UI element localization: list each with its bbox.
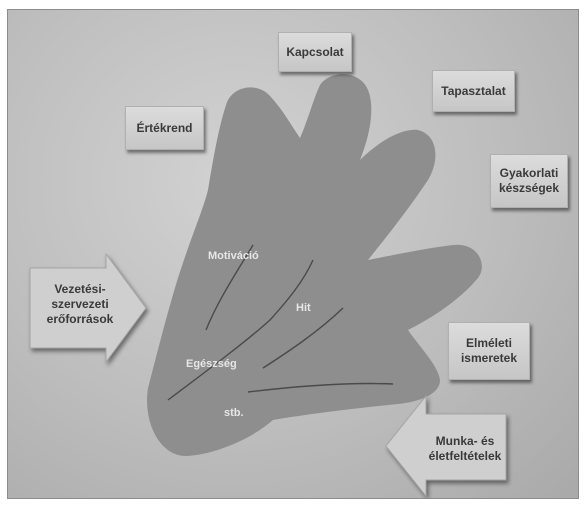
label-gyakorlati-keszsegek: Gyakorlati készségek — [490, 154, 568, 208]
label-kapcsolat: Kapcsolat — [278, 32, 352, 72]
label-ertekrend-text: Értékrend — [136, 121, 192, 136]
label-vezetesi-line2: szervezeti — [38, 297, 122, 312]
label-munka-line1: Munka- és — [420, 434, 510, 449]
label-elmeleti-ismeretek: Elméleti ismeretek — [448, 322, 530, 380]
label-elmeleti-line2: ismeretek — [461, 351, 517, 366]
palm-label-motivacio: Motiváció — [208, 250, 259, 262]
diagram-board: Értékrend Kapcsolat Tapasztalat Gyakorla… — [8, 10, 578, 498]
palm-label-stb: stb. — [224, 407, 244, 419]
label-tapasztalat: Tapasztalat — [432, 70, 515, 112]
palm-label-hit: Hit — [296, 302, 311, 314]
label-munka-es-eletfeltetelek: Munka- és életfeltételek — [420, 434, 510, 464]
label-tapasztalat-text: Tapasztalat — [441, 84, 505, 99]
label-ertekrend: Értékrend — [125, 106, 204, 150]
palm-label-egeszseg: Egészség — [186, 358, 237, 370]
label-vezetesi-line3: erőforrások — [38, 312, 122, 327]
label-gyakorlati-line2: készségek — [499, 181, 559, 196]
label-gyakorlati-line1: Gyakorlati — [500, 166, 559, 181]
label-munka-line2: életfeltételek — [420, 449, 510, 464]
label-vezetesi-szervezeti-eroforrasok: Vezetési- szervezeti erőforrások — [38, 282, 122, 327]
label-kapcsolat-text: Kapcsolat — [286, 45, 343, 60]
label-elmeleti-line1: Elméleti — [466, 336, 512, 351]
label-vezetesi-line1: Vezetési- — [38, 282, 122, 297]
